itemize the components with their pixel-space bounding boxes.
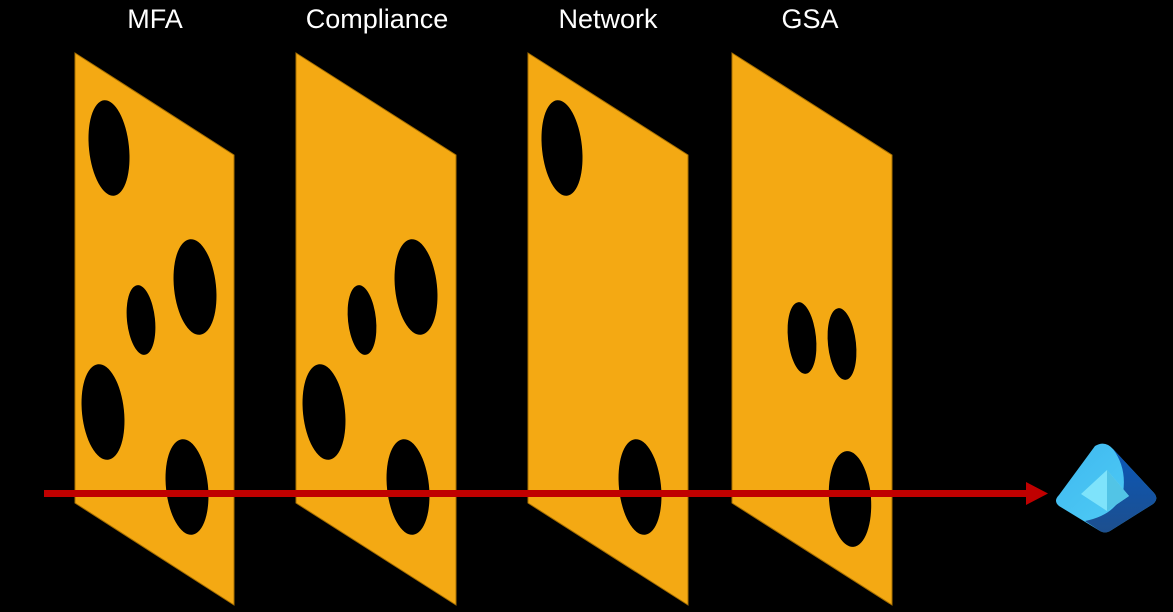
entra-id-diamond-icon — [1056, 443, 1157, 533]
hole — [126, 285, 156, 355]
layer-label-compliance: Compliance — [306, 4, 449, 34]
layer-label-mfa: MFA — [127, 4, 183, 34]
hole — [787, 302, 817, 374]
hole — [618, 439, 662, 535]
layer-mfa — [74, 52, 235, 606]
hole — [386, 439, 430, 535]
hole — [88, 100, 130, 196]
hole — [394, 239, 438, 335]
hole — [827, 308, 857, 380]
attack-path-arrow — [44, 482, 1048, 505]
hole — [347, 285, 377, 355]
hole — [828, 451, 872, 547]
layer-gsa — [731, 52, 893, 606]
layer-label-network: Network — [558, 4, 658, 34]
hole — [302, 364, 346, 460]
hole — [81, 364, 125, 460]
layer-compliance — [295, 52, 457, 606]
layer-label-gsa: GSA — [781, 4, 838, 34]
hole — [173, 239, 217, 335]
hole — [165, 439, 209, 535]
hole — [541, 100, 583, 196]
layer-network — [527, 52, 689, 606]
